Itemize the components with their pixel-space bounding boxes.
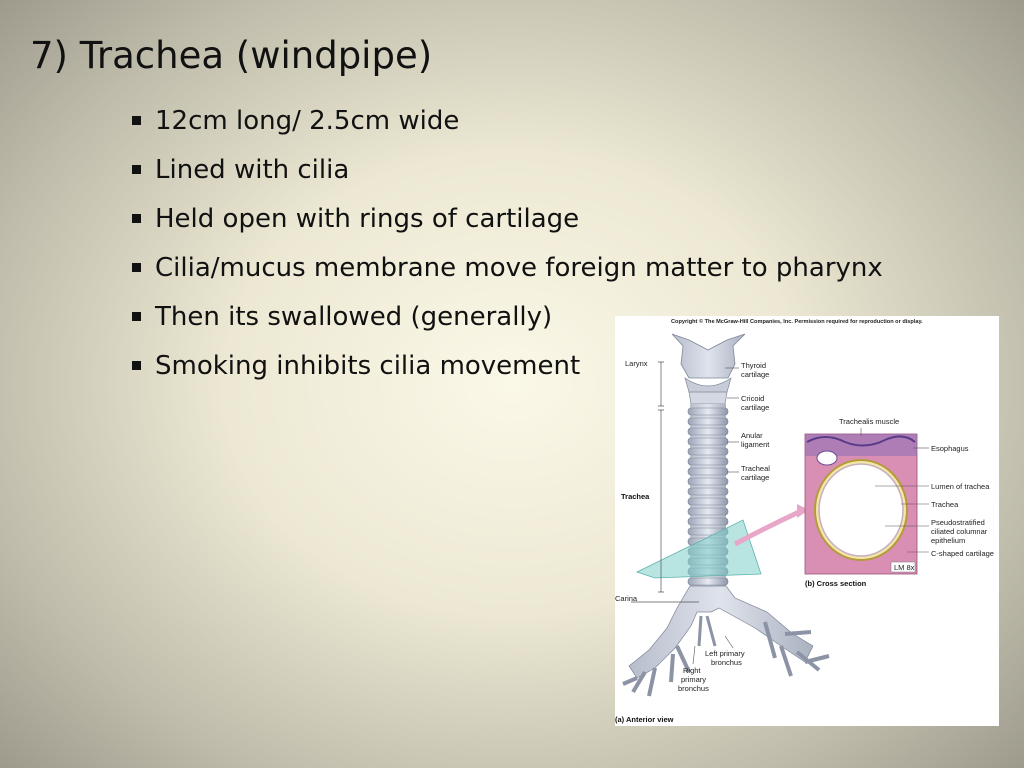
bullet-item: Then its swallowed (generally): [132, 292, 883, 341]
cross-section-leaders: [860, 428, 929, 553]
label-left-bronchus-1: Left primary: [705, 649, 745, 658]
bullet-text: Lined with cilia: [155, 154, 350, 185]
label-pseudostratified-1: Pseudostratified: [931, 518, 985, 527]
slide-title: 7) Trachea (windpipe): [30, 34, 433, 77]
bullet-text: Held open with rings of cartilage: [155, 203, 580, 234]
bullet-text: Smoking inhibits cilia movement: [155, 350, 581, 381]
label-tracheal-cartilage-1: Tracheal: [741, 464, 770, 473]
bullet-text: 12cm long/ 2.5cm wide: [155, 105, 460, 136]
square-bullet-icon: [132, 165, 141, 174]
label-lumen: Lumen of trachea: [931, 482, 990, 491]
label-trachea: Trachea: [621, 492, 650, 501]
label-anular-2: ligament: [741, 440, 770, 449]
bullet-text: Then its swallowed (generally): [155, 301, 553, 332]
bullet-item: 12cm long/ 2.5cm wide: [132, 96, 883, 145]
label-trachea-cs: Trachea: [931, 500, 959, 509]
label-carina: Carina: [615, 594, 638, 603]
square-bullet-icon: [132, 312, 141, 321]
cross-section-micrograph: LM 8x: [804, 433, 918, 575]
bullet-item: Cilia/mucus membrane move foreign matter…: [132, 243, 883, 292]
label-anular-1: Anular: [741, 431, 763, 440]
label-tracheal-cartilage-2: cartilage: [741, 473, 769, 482]
label-larynx: Larynx: [625, 359, 648, 368]
label-magnification: LM 8x: [894, 563, 915, 572]
label-pseudostratified-2: ciliated columnar: [931, 527, 988, 536]
copyright-text: Copyright © The McGraw-Hill Companies, I…: [671, 318, 923, 325]
bullet-text: Cilia/mucus membrane move foreign matter…: [155, 252, 883, 283]
square-bullet-icon: [132, 263, 141, 272]
label-right-bronchus-2: primary: [681, 675, 706, 684]
trachea-anatomy-figure: Copyright © The McGraw-Hill Companies, I…: [615, 316, 999, 726]
label-left-bronchus-2: bronchus: [711, 658, 742, 667]
label-cricoid-2: cartilage: [741, 403, 769, 412]
bronchi-shape: [622, 585, 830, 697]
label-right-bronchus-3: bronchus: [678, 684, 709, 693]
arrow-head-icon: [797, 504, 809, 518]
label-pseudostratified-3: epithelium: [931, 536, 965, 545]
trachea-illustration: Copyright © The McGraw-Hill Companies, I…: [615, 318, 994, 724]
label-esophagus: Esophagus: [931, 444, 969, 453]
square-bullet-icon: [132, 214, 141, 223]
label-right-bronchus-1: Right: [683, 666, 701, 675]
larynx-shape: [671, 333, 746, 405]
bullet-item: Held open with rings of cartilage: [132, 194, 883, 243]
label-thyroid-2: cartilage: [741, 370, 769, 379]
label-trachealis-muscle: Trachealis muscle: [839, 417, 899, 426]
caption-cross-section: (b) Cross section: [805, 579, 867, 588]
caption-anterior-view: (a) Anterior view: [615, 715, 674, 724]
label-brackets: [631, 361, 699, 603]
bullet-list: 12cm long/ 2.5cm wide Lined with cilia H…: [132, 96, 883, 390]
arrow-icon: [733, 509, 801, 547]
label-c-shaped-cartilage: C-shaped cartilage: [931, 549, 994, 558]
label-thyroid-1: Thyroid: [741, 361, 766, 370]
square-bullet-icon: [132, 361, 141, 370]
label-cricoid-1: Cricoid: [741, 394, 764, 403]
bullet-item: Lined with cilia: [132, 145, 883, 194]
leader-lines: [692, 367, 739, 665]
bullet-item: Smoking inhibits cilia movement: [132, 341, 883, 390]
section-plane: [635, 519, 762, 579]
square-bullet-icon: [132, 116, 141, 125]
